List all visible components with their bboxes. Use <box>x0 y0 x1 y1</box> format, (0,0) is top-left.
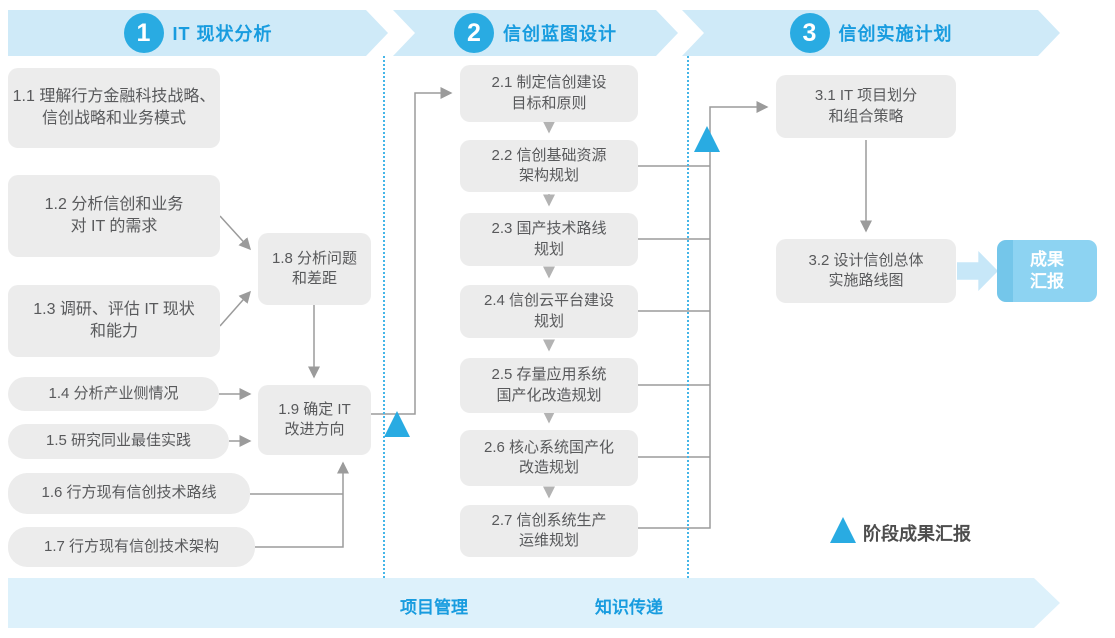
phase-3-header: 3 信创实施计划 <box>682 10 1060 56</box>
legend-triangle-icon <box>830 517 856 543</box>
phase-1-2-separator <box>383 56 385 578</box>
bottom-label-project-management: 项目管理 <box>400 598 468 617</box>
step-1-1: 1.1 理解行方金融科技战略、 信创战略和业务模式 <box>8 68 220 148</box>
bottom-band <box>8 578 1060 628</box>
step-2-2: 2.2 信创基础资源 架构规划 <box>460 140 638 192</box>
phase-2-title: 信创蓝图设计 <box>503 24 617 44</box>
step-2-1: 2.1 制定信创建设 目标和原则 <box>460 65 638 122</box>
step-2-5: 2.5 存量应用系统 国产化改造规划 <box>460 358 638 413</box>
phase-1-title: IT 现状分析 <box>172 24 273 44</box>
phase-2-header: 2 信创蓝图设计 <box>393 10 678 56</box>
phase-3-number-badge: 3 <box>790 13 830 53</box>
step-3-2: 3.2 设计信创总体 实施路线图 <box>776 239 956 303</box>
phase-2-number-badge: 2 <box>454 13 494 53</box>
bottom-label-knowledge-transfer: 知识传递 <box>595 598 663 617</box>
phase-3-title: 信创实施计划 <box>838 24 953 44</box>
step-1-8: 1.8 分析问题 和差距 <box>258 233 371 305</box>
legend-label: 阶段成果汇报 <box>863 524 971 544</box>
phase-1-header: 1 IT 现状分析 <box>8 10 388 56</box>
step-1-6: 1.6 行方现有信创技术路线 <box>8 473 250 514</box>
step-3-1: 3.1 IT 项目划分 和组合策略 <box>776 75 956 138</box>
step-1-4: 1.4 分析产业侧情况 <box>8 377 219 411</box>
step-1-5: 1.5 研究同业最佳实践 <box>8 424 229 459</box>
step-2-6: 2.6 核心系统国产化 改造规划 <box>460 430 638 486</box>
step-2-4: 2.4 信创云平台建设 规划 <box>460 285 638 338</box>
step-1-2: 1.2 分析信创和业务 对 IT 的需求 <box>8 175 220 257</box>
step-2-3: 2.3 国产技术路线 规划 <box>460 213 638 266</box>
milestone-triangle-phase1-icon <box>384 411 410 437</box>
milestone-triangle-phase2-icon <box>694 126 720 152</box>
phase-2-3-separator <box>687 56 689 578</box>
step-2-7: 2.7 信创系统生产 运维规划 <box>460 505 638 557</box>
outcome-report-box: 成果 汇报 <box>997 240 1097 302</box>
phase-1-number-badge: 1 <box>124 13 164 53</box>
step-1-9: 1.9 确定 IT 改进方向 <box>258 385 371 455</box>
step-1-7: 1.7 行方现有信创技术架构 <box>8 527 255 567</box>
step-1-3: 1.3 调研、评估 IT 现状 和能力 <box>8 285 220 357</box>
